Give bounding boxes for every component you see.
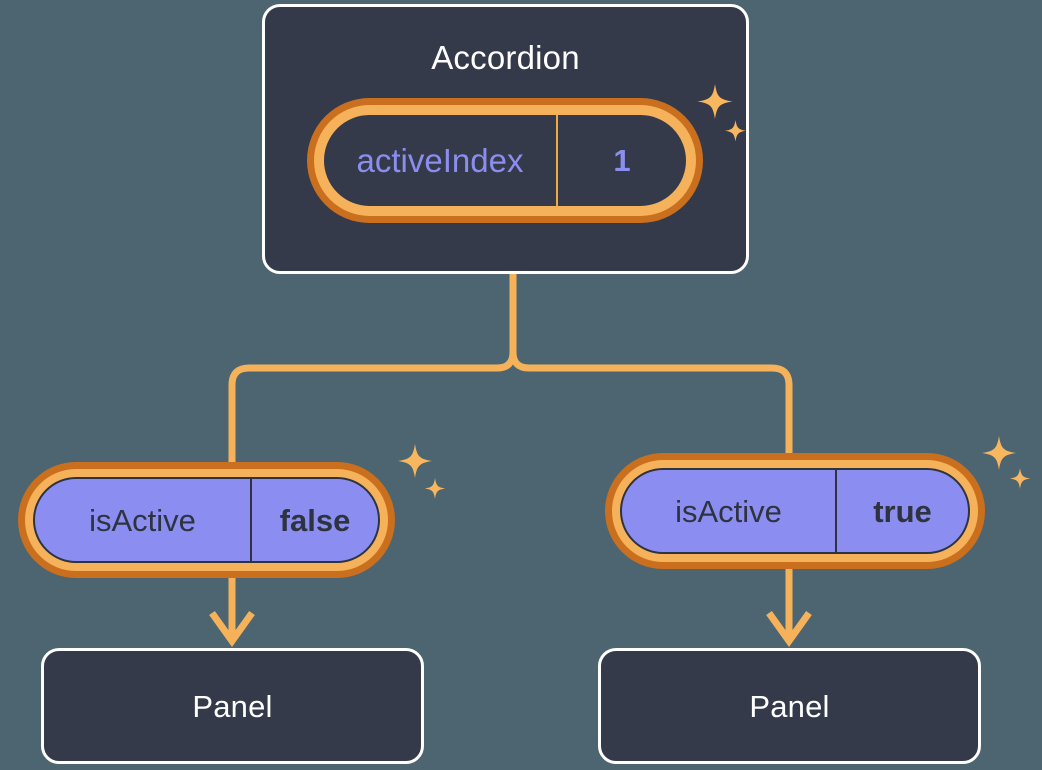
arrow-right-branch (766, 569, 812, 648)
component-node-panel-right[interactable]: Panel (598, 648, 981, 764)
state-key-label: isActive (622, 470, 837, 552)
pill-ring-inner: activeIndex 1 (314, 105, 696, 216)
state-value-label: true (873, 493, 932, 529)
sparkle-icon (982, 436, 1032, 498)
panel-title: Panel (192, 688, 273, 724)
panel-title: Panel (749, 688, 830, 724)
pill-body: activeIndex 1 (322, 113, 688, 208)
state-key-label: isActive (35, 479, 252, 561)
state-pill-is-active-true[interactable]: isActive true (605, 453, 985, 569)
pill-ring-inner: isActive false (25, 469, 388, 571)
pill-ring-inner: isActive true (612, 460, 978, 562)
state-value-label: false (279, 502, 351, 538)
state-pill-is-active-false[interactable]: isActive false (18, 462, 395, 578)
component-node-panel-left[interactable]: Panel (41, 648, 424, 764)
accordion-title: Accordion (431, 39, 580, 76)
pill-body: isActive true (620, 468, 970, 554)
pill-body: isActive false (33, 477, 380, 563)
sparkle-icon (396, 444, 446, 506)
state-key-label: activeIndex (324, 115, 558, 206)
connector-root-split (509, 270, 793, 459)
state-value-label: 1 (613, 143, 631, 178)
state-pill-active-index[interactable]: activeIndex 1 (307, 98, 703, 223)
connector-root-left (228, 348, 517, 468)
arrow-left-branch (209, 578, 255, 648)
